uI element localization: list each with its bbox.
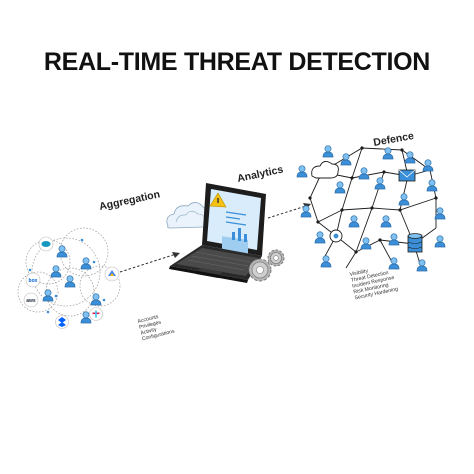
user-icon (80, 257, 92, 270)
user-icon (422, 159, 434, 172)
defence-network (296, 145, 446, 272)
user-icon (50, 265, 62, 278)
aws-logo-label: aws (26, 298, 36, 304)
gears-icon (248, 249, 285, 282)
box-logo-icon: box (25, 272, 41, 288)
mail-hub-icon (398, 169, 416, 182)
stage-label-aggregation: Aggregation (98, 188, 161, 213)
flow-arrow (119, 252, 180, 273)
list-item: Visibility (349, 268, 369, 278)
cloud-hub-icon (311, 161, 339, 179)
stage-label-analytics: Analytics (236, 163, 284, 184)
user-icon (348, 215, 360, 228)
user-icon (416, 259, 428, 272)
user-icon (322, 145, 334, 158)
list-item: Privileges (138, 319, 162, 330)
user-icon (434, 207, 446, 220)
user-icon (374, 177, 386, 190)
user-icon (56, 245, 68, 258)
user-icon (360, 237, 372, 250)
dropbox-logo-icon (55, 315, 69, 329)
user-icon (358, 167, 370, 180)
user-icon (320, 255, 332, 268)
slack-logo-icon (89, 307, 103, 321)
salesforce-logo-icon (38, 236, 54, 252)
user-icon (380, 215, 392, 228)
stage-label-defence: Defence (372, 130, 414, 149)
page-title: REAL-TIME THREAT DETECTION (43, 48, 431, 76)
box-logo-label: box (29, 278, 38, 284)
user-icon (296, 165, 308, 178)
aggregation-cluster: box aws (17, 227, 121, 329)
user-icon (314, 231, 326, 244)
laptop-icon (169, 183, 266, 283)
google-cloud-logo-icon (104, 266, 120, 282)
cloud-icon (166, 202, 213, 229)
warning-icon (209, 192, 227, 208)
user-icon (398, 193, 410, 206)
user-icon (434, 235, 446, 248)
user-icon (334, 181, 346, 194)
database-icon (407, 233, 423, 253)
list-item: Activity (140, 327, 158, 337)
list-item: Accounts (137, 314, 160, 325)
user-icon (42, 289, 54, 302)
aggregation-items-list: Accounts Privileges Activity Configurati… (137, 314, 176, 343)
user-icon (426, 179, 438, 192)
user-icon (388, 233, 400, 246)
user-icon (64, 275, 76, 288)
network-node-icon (329, 229, 343, 243)
aws-logo-icon: aws (23, 292, 39, 308)
